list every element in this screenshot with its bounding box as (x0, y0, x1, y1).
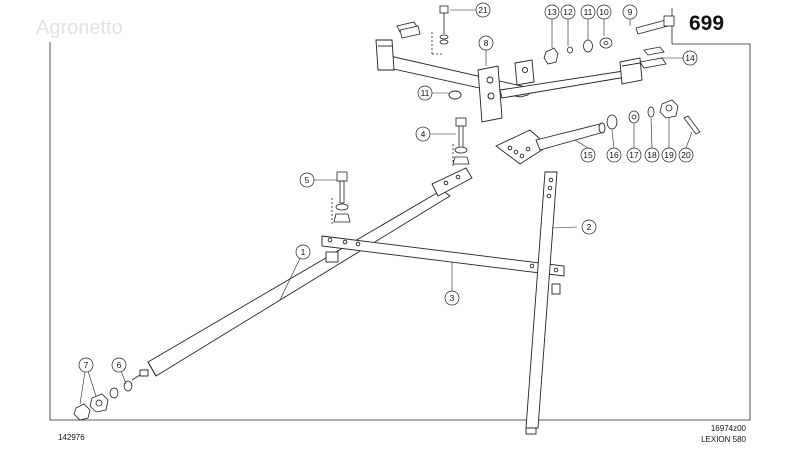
callout-17: 17 (626, 147, 642, 163)
watermark-text: Agronetto (36, 17, 123, 39)
vertical-bar-2 (525, 171, 561, 435)
svg-text:13: 13 (547, 7, 557, 17)
bolt-4 (452, 117, 470, 166)
svg-text:3: 3 (450, 293, 455, 303)
callout-13: 13 (544, 4, 560, 20)
machine-model: LEXION 580 (701, 435, 746, 444)
callouts: 1 2 3 4 5 6 7 8 9 10 11 12 13 21 11 14 1… (78, 2, 698, 373)
small-plate-21 (396, 5, 667, 69)
callout-11-mid: 11 (417, 85, 433, 101)
callout-9: 9 (622, 4, 638, 20)
callout-10: 10 (596, 4, 612, 20)
drawing-id-left: 142976 (58, 433, 85, 442)
hardware-row-lower (606, 99, 701, 135)
lower-bracket-15 (495, 122, 606, 165)
svg-text:5: 5 (305, 175, 310, 185)
callout-5: 5 (299, 172, 315, 188)
drawing-id-right: 16974z00 (711, 424, 747, 433)
svg-text:1: 1 (301, 247, 306, 257)
cross-bar-3 (321, 235, 565, 277)
hardware-6-7 (73, 380, 133, 421)
svg-text:12: 12 (563, 7, 573, 17)
callout-1: 1 (295, 244, 311, 260)
bolt-5 (331, 171, 351, 226)
callout-20: 20 (678, 147, 694, 163)
svg-text:11: 11 (421, 88, 430, 98)
svg-text:10: 10 (599, 7, 609, 17)
hardware-row-upper (543, 15, 675, 65)
svg-text:15: 15 (583, 150, 593, 160)
svg-text:11: 11 (584, 7, 593, 17)
callout-11-top: 11 (580, 4, 596, 20)
callout-12: 12 (560, 4, 576, 20)
svg-text:6: 6 (117, 360, 122, 370)
callout-14: 14 (682, 50, 698, 66)
svg-text:17: 17 (629, 150, 639, 160)
callout-4: 4 (415, 126, 431, 142)
svg-text:8: 8 (484, 38, 489, 48)
svg-text:4: 4 (421, 129, 426, 139)
svg-text:16: 16 (609, 150, 619, 160)
svg-text:19: 19 (664, 150, 674, 160)
main-bar-1 (131, 167, 473, 381)
callout-6: 6 (111, 357, 127, 373)
svg-text:18: 18 (647, 150, 657, 160)
svg-text:2: 2 (587, 222, 592, 232)
callout-21: 21 (475, 2, 491, 18)
svg-text:9: 9 (628, 7, 633, 17)
callout-18: 18 (644, 147, 660, 163)
upper-bracket-assembly (375, 39, 643, 123)
callout-2: 2 (581, 219, 597, 235)
svg-text:21: 21 (478, 5, 488, 15)
svg-text:14: 14 (685, 53, 695, 63)
callout-15: 15 (580, 147, 596, 163)
callout-16: 16 (606, 147, 622, 163)
svg-text:20: 20 (681, 150, 691, 160)
callout-7: 7 (78, 357, 94, 373)
callout-8: 8 (478, 35, 494, 51)
svg-text:7: 7 (84, 360, 89, 370)
callout-19: 19 (661, 147, 677, 163)
page-number: 699 (689, 12, 724, 35)
callout-3: 3 (444, 290, 460, 306)
